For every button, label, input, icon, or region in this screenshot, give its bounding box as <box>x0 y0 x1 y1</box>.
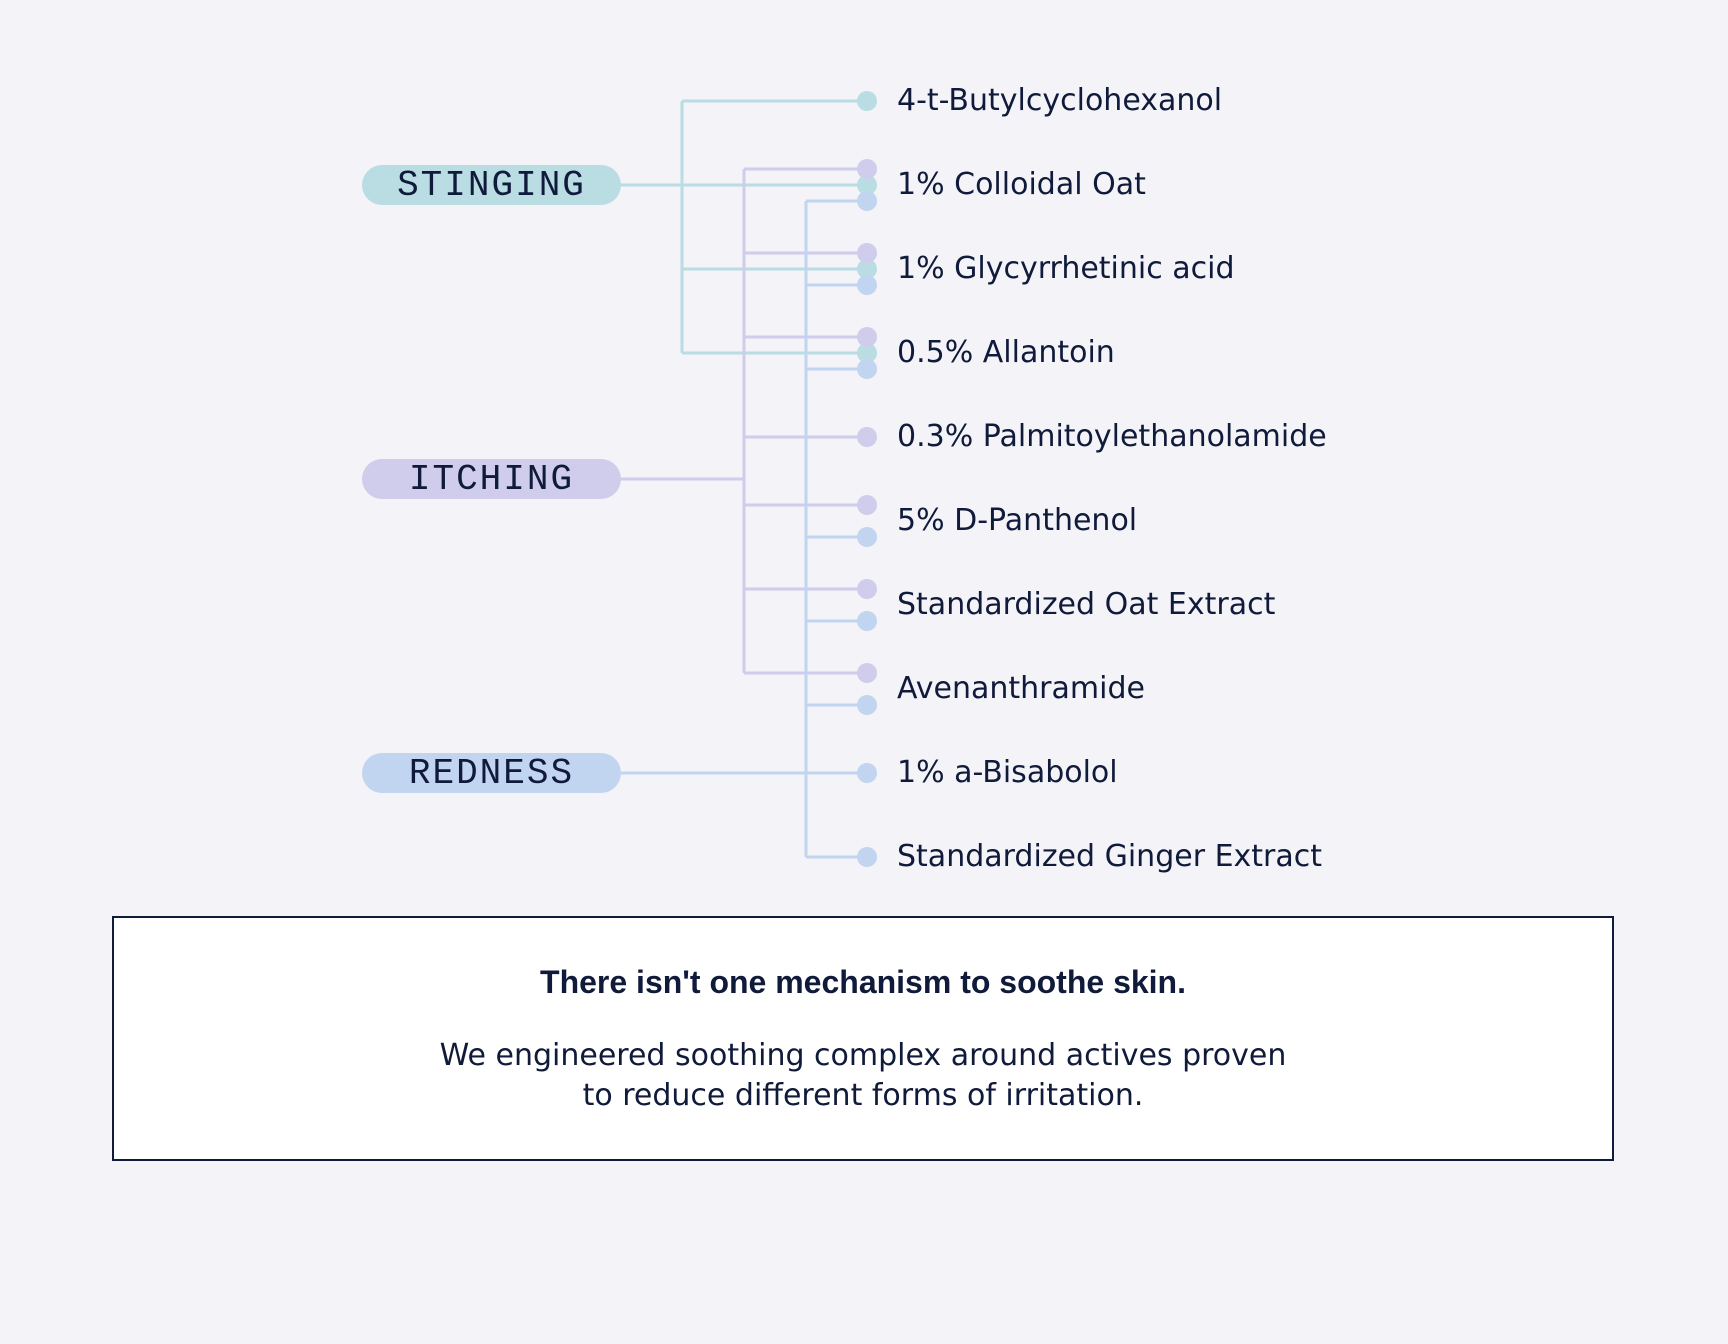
category-pill-stinging: STINGING <box>362 165 621 206</box>
connector-dot-redness <box>857 359 877 379</box>
callout-body: We engineered soothing complex around ac… <box>114 1036 1612 1116</box>
connector-dot-stinging <box>857 91 877 111</box>
connector-dot-redness <box>857 191 877 211</box>
ingredient-label: 1% Glycyrrhetinic acid <box>897 251 1235 286</box>
ingredient-label: Avenanthramide <box>897 671 1145 706</box>
connector-dot-itching <box>857 327 877 347</box>
connector-dot-stinging <box>857 259 877 279</box>
connector-dot-redness <box>857 847 877 867</box>
connector-dot-redness <box>857 275 877 295</box>
connector-dot-redness <box>857 763 877 783</box>
connector-dot-redness <box>857 611 877 631</box>
ingredient-label: 5% D-Panthenol <box>897 503 1138 538</box>
ingredient-label: 4-t-Butylcyclohexanol <box>897 83 1223 118</box>
ingredient-label: 1% a-Bisabolol <box>897 755 1118 790</box>
connector-dot-itching <box>857 427 877 447</box>
connector-dot-itching <box>857 663 877 683</box>
connector-dot-itching <box>857 159 877 179</box>
connector-dot-redness <box>857 527 877 547</box>
category-pill-redness: REDNESS <box>362 753 621 794</box>
ingredient-label: 1% Colloidal Oat <box>897 167 1146 202</box>
callout-line: to reduce different forms of irritation. <box>582 1078 1144 1113</box>
connector-dot-itching <box>857 243 877 263</box>
category-pill-itching: ITCHING <box>362 459 621 500</box>
ingredient-label: Standardized Ginger Extract <box>897 839 1323 874</box>
connector-dot-redness <box>857 695 877 715</box>
connector-diagram <box>621 91 877 867</box>
callout-title: There isn't one mechanism to soothe skin… <box>540 964 1186 1000</box>
callout-line: We engineered soothing complex around ac… <box>439 1038 1287 1073</box>
ingredient-label: 0.3% Palmitoylethanolamide <box>897 419 1327 454</box>
ingredient-label: Standardized Oat Extract <box>897 587 1276 622</box>
connector-dot-stinging <box>857 175 877 195</box>
connector-dot-stinging <box>857 343 877 363</box>
ingredient-label: 0.5% Allantoin <box>897 335 1115 370</box>
connector-dot-itching <box>857 495 877 515</box>
connector-dot-itching <box>857 579 877 599</box>
callout-box: There isn't one mechanism to soothe skin… <box>112 916 1614 1161</box>
